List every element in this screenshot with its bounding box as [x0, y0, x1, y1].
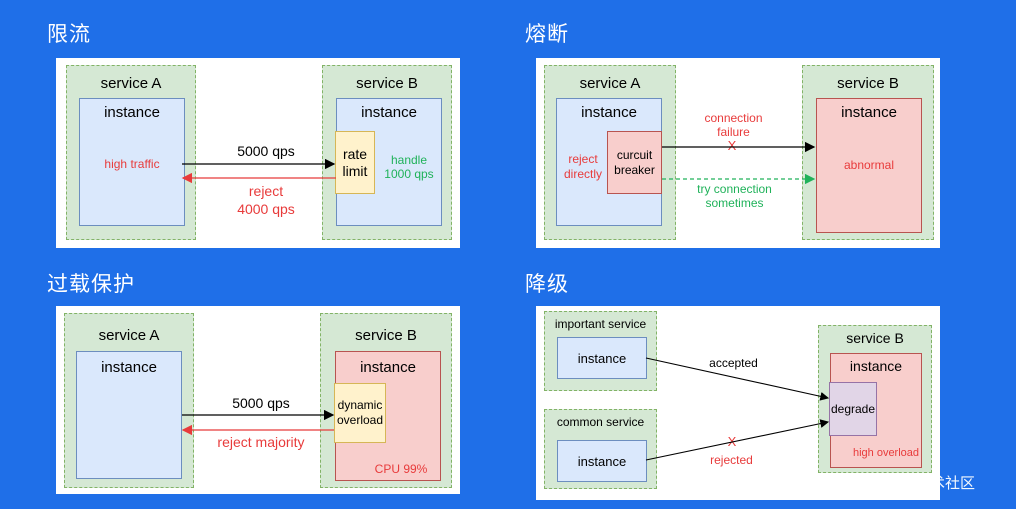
instance-label: instance — [841, 104, 897, 121]
important-service-label: important service — [554, 317, 647, 331]
qps-label: 5000 qps — [237, 143, 295, 159]
reject-label: reject 4000 qps — [237, 183, 295, 217]
instance-label: instance — [581, 104, 637, 121]
instance-label: instance — [101, 359, 157, 376]
dynamic-overload-box: dynamic overload — [334, 383, 386, 443]
circuit-breaker-panel: service A instance reject directly curcu… — [536, 58, 940, 248]
instance-b: instance abnormal — [816, 98, 922, 233]
common-instance: instance — [557, 440, 647, 482]
service-b-label: service B — [846, 330, 904, 346]
high-traffic-label: high traffic — [104, 157, 160, 171]
service-a-label: service A — [98, 327, 160, 344]
service-b-label: service B — [355, 327, 417, 344]
important-instance: instance — [557, 337, 647, 379]
reject-majority-label: reject majority — [217, 434, 305, 450]
instance-label: instance — [849, 358, 903, 374]
service-a-group: service A instance — [64, 313, 194, 488]
service-a-group: service A instance high traffic — [66, 65, 196, 240]
qps-label: 5000 qps — [232, 395, 290, 411]
title-circuit-breaker: 熔断 — [525, 22, 569, 46]
title-rate-limit: 限流 — [47, 22, 91, 46]
cpu-label: CPU 99% — [374, 462, 428, 476]
accepted-label: accepted — [709, 356, 758, 370]
instance-a: instance high traffic — [79, 98, 185, 226]
abnormal-label: abnormal — [843, 158, 895, 172]
rate-limit-panel: service A instance high traffic service … — [56, 58, 460, 248]
accepted-arrow — [645, 357, 830, 401]
reject-directly-label: reject directly — [563, 152, 602, 181]
handle-label: handle 1000 qps — [384, 153, 434, 181]
circuit-breaker-box: curcuit breaker — [607, 131, 662, 194]
service-b-label: service B — [837, 75, 899, 92]
service-a-label: service A — [100, 75, 162, 92]
common-service-group: common service instance — [544, 409, 657, 489]
common-service-label: common service — [556, 415, 645, 429]
title-overload-protection: 过载保护 — [47, 272, 135, 296]
important-service-group: important service instance — [544, 311, 657, 391]
instance-label: instance — [361, 104, 417, 121]
instance-label: instance — [104, 104, 160, 121]
service-b-group: service B instance abnormal — [802, 65, 934, 240]
rate-limiter-box: rate limit — [335, 131, 375, 194]
title-degrade: 降级 — [525, 272, 569, 296]
connection-failure-label: connection failure — [704, 111, 763, 139]
service-b-label: service B — [356, 75, 418, 92]
rejected-arrow — [645, 419, 830, 461]
overload-panel: service A instance service B instance CP… — [56, 306, 460, 494]
rejected-label: rejected — [710, 453, 753, 467]
try-connection-label: try connection sometimes — [697, 182, 772, 210]
high-overload-label: high overload — [852, 447, 920, 459]
watermark: @稀土掘金技术社区 — [840, 474, 976, 492]
failure-x-mark: X — [727, 138, 737, 153]
degrade-box: degrade — [829, 382, 877, 436]
service-a-label: service A — [579, 75, 641, 92]
instance-a: instance — [76, 351, 182, 479]
degrade-panel: important service instance common servic… — [536, 306, 940, 500]
instance-label: instance — [360, 359, 416, 376]
